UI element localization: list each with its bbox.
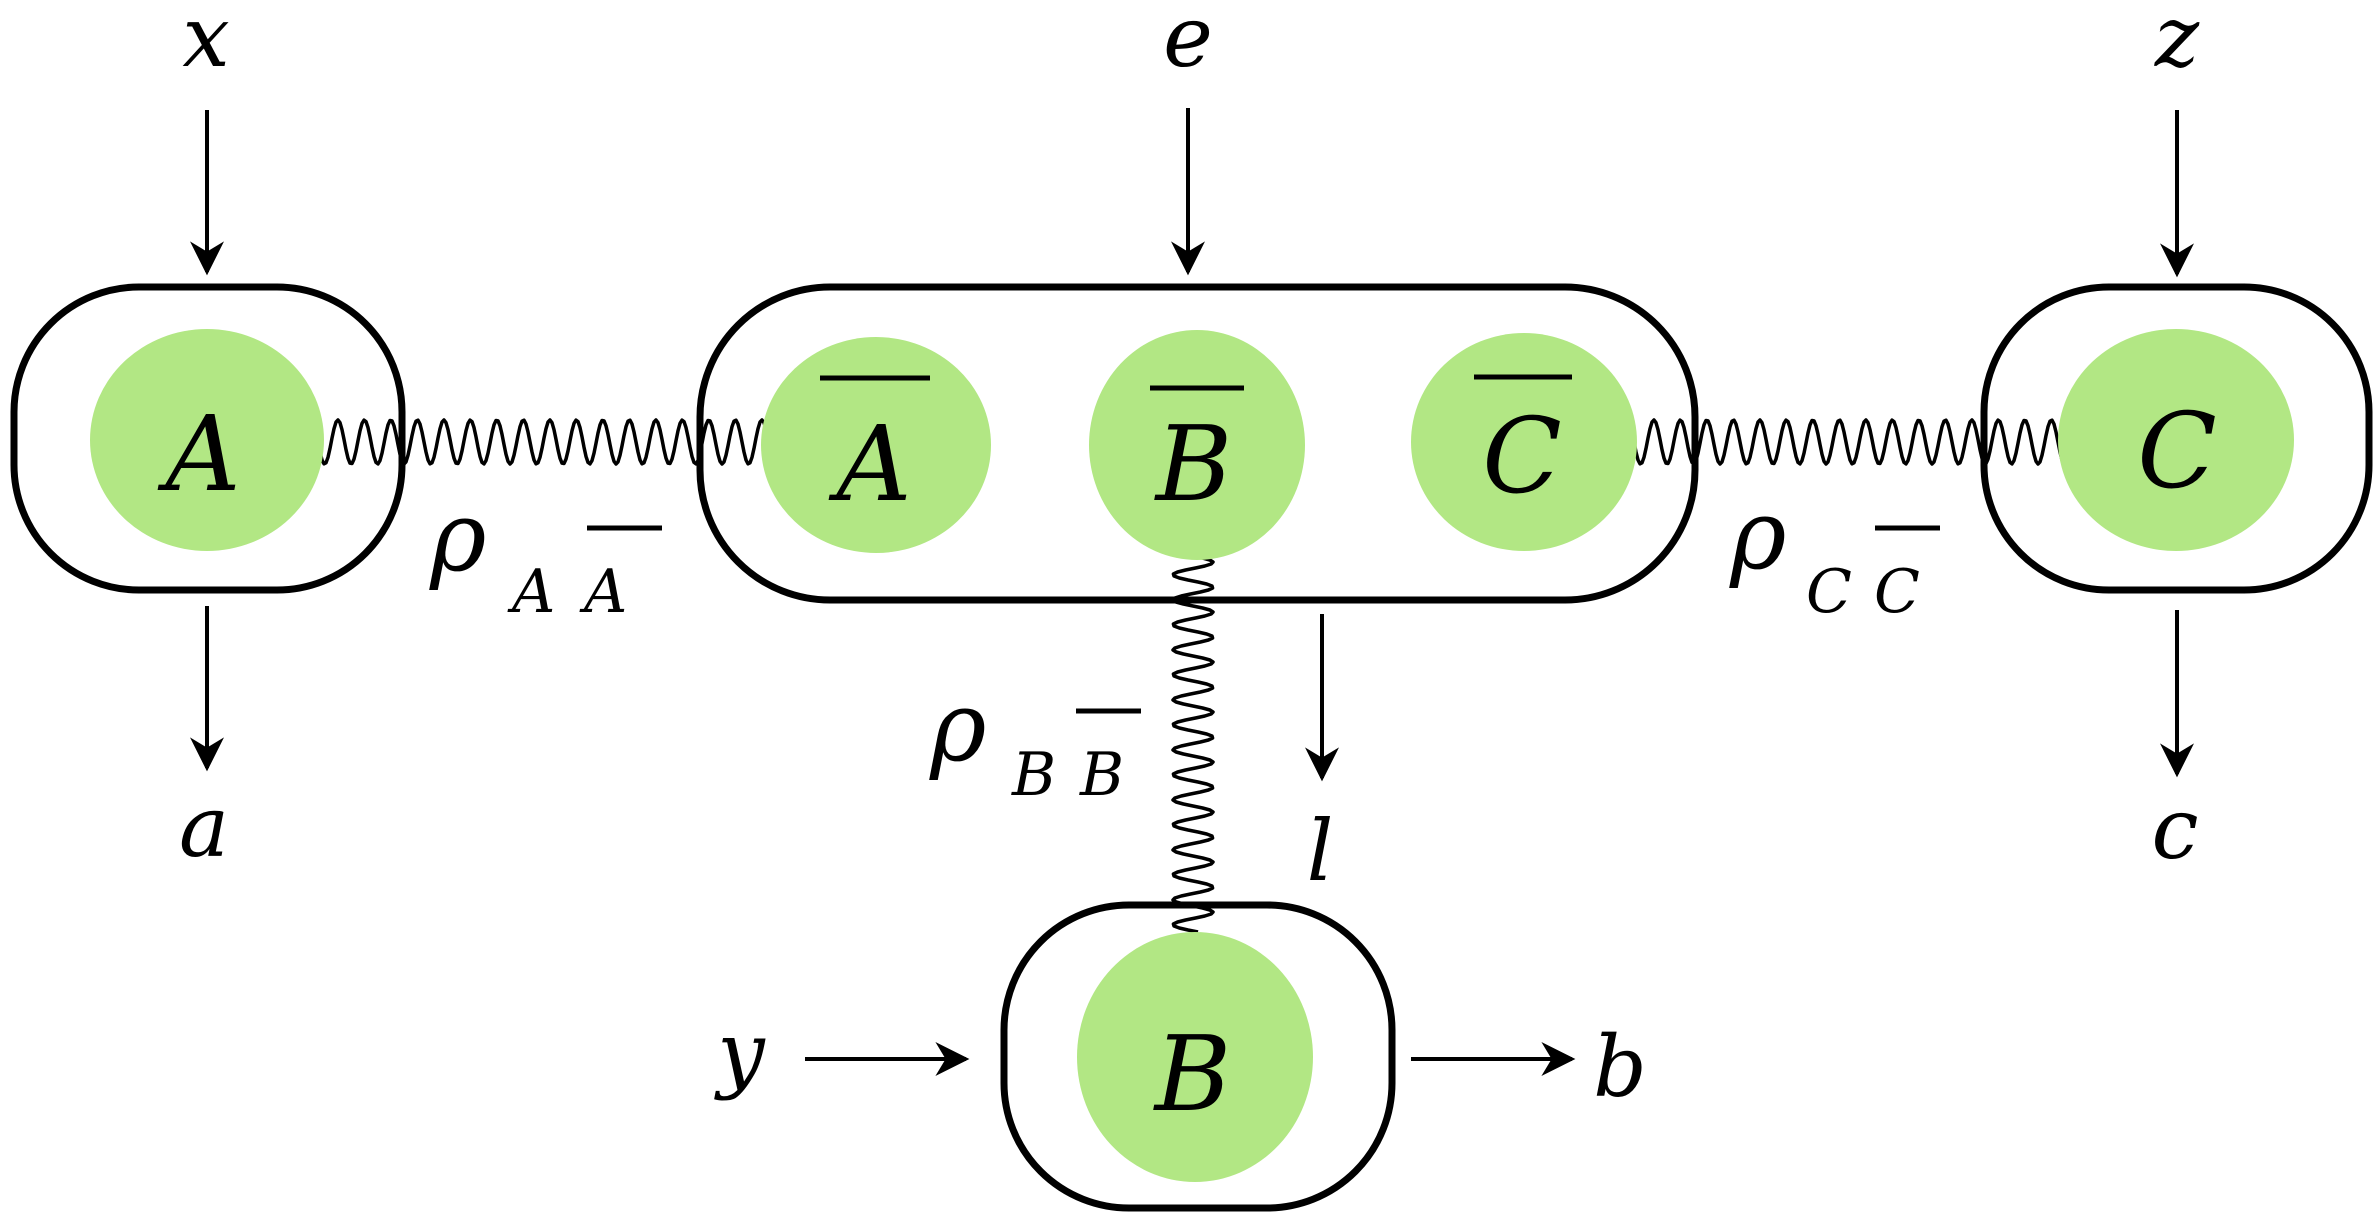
- node-b-bar-label: B: [1154, 403, 1232, 525]
- state-a-label: ρ A A: [429, 481, 662, 627]
- output-l-label: l: [1307, 802, 1334, 900]
- node-b: [1077, 932, 1313, 1182]
- state-a-sub1: A: [507, 557, 555, 627]
- state-c-sub2: C: [1874, 557, 1920, 627]
- node-c-bar: [1411, 333, 1637, 551]
- node-a-bar: [761, 337, 991, 553]
- node-c-label: C: [2137, 390, 2217, 512]
- node-c-bar-label: C: [1482, 395, 1562, 517]
- state-a-sub2: A: [579, 557, 627, 627]
- entangled-state-c-spring: [1632, 418, 2067, 466]
- state-c-rho: ρ: [1729, 479, 1786, 591]
- eve-box: [696, 283, 1699, 604]
- input-e-label: e: [1163, 0, 1213, 86]
- output-b-label: b: [1593, 1018, 1647, 1116]
- state-b-label: ρ B B: [929, 671, 1141, 810]
- input-x-label: x: [182, 0, 229, 86]
- state-b-sub1: B: [1011, 740, 1056, 810]
- state-c-sub1: C: [1806, 557, 1852, 627]
- node-a-bar-label: A: [828, 403, 911, 525]
- entangled-state-a-spring: [316, 418, 772, 466]
- state-b-rho: ρ: [929, 671, 986, 783]
- node-a-label: A: [157, 393, 240, 515]
- node-b-bar: [1089, 330, 1305, 560]
- node-c: [2058, 329, 2294, 551]
- input-z-label: z: [2154, 0, 2200, 86]
- bob-box: [1000, 901, 1396, 1212]
- alice-box: [10, 283, 406, 594]
- charlie-box: [1980, 283, 2373, 594]
- output-c-label: c: [2151, 780, 2198, 878]
- input-y-label: y: [713, 1004, 766, 1102]
- state-a-rho: ρ: [429, 481, 486, 593]
- entangled-state-b-spring: [1171, 554, 1215, 934]
- state-c-label: ρ C C: [1729, 479, 1940, 627]
- output-a-label: a: [179, 778, 229, 876]
- node-b-label: B: [1153, 1013, 1231, 1135]
- node-a: [90, 329, 324, 551]
- state-b-sub2: B: [1079, 740, 1124, 810]
